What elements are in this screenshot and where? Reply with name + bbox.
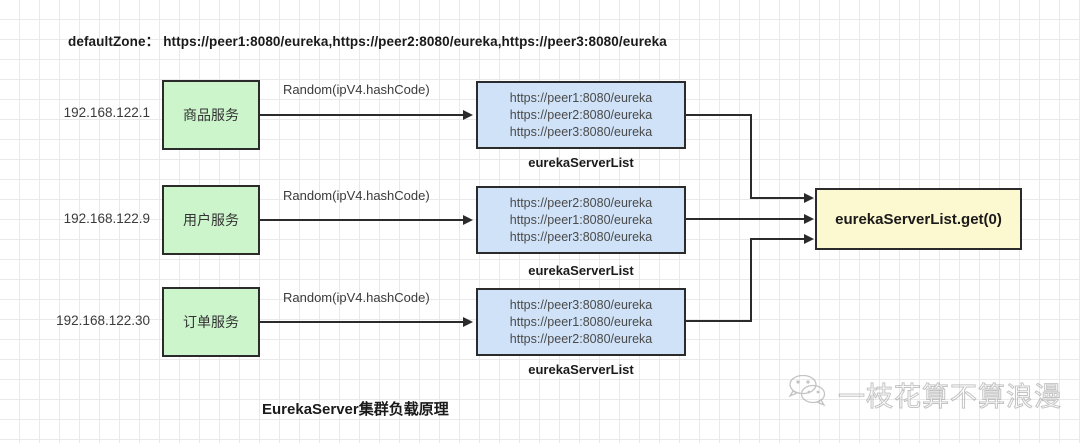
server-list-box-row-2: https://peer2:8080/eureka https://peer1:… (476, 186, 686, 254)
connector-list-to-result-row-1-seg1 (686, 114, 752, 116)
server-entry: https://peer1:8080/eureka (509, 212, 653, 227)
service-label-row-3: 订单服务 (183, 314, 239, 330)
edge-label-row-3: Random(ipV4.hashCode) (283, 290, 430, 305)
connector-list-to-result-row-1-seg2 (750, 114, 752, 199)
connector-service-to-list-row-2 (260, 219, 465, 221)
wechat-icon (786, 374, 832, 414)
edge-label-row-2: Random(ipV4.hashCode) (283, 188, 430, 203)
default-zone-header: defaultZone：https://peer1:8080/eureka,ht… (68, 30, 667, 50)
server-entry: https://peer2:8080/eureka (509, 331, 653, 346)
connector-list-to-result-row-2 (686, 218, 806, 220)
connector-list-to-result-row-3-seg1 (686, 320, 752, 322)
service-box-row-1: 商品服务 (162, 80, 260, 150)
edge-label-row-1: Random(ipV4.hashCode) (283, 82, 430, 97)
ip-label-row-1: 192.168.122.1 (63, 105, 150, 120)
server-list-caption-row-3: eurekaServerList (528, 362, 634, 377)
server-entry: https://peer3:8080/eureka (509, 297, 653, 312)
connector-list-to-result-row-3-seg3 (750, 238, 806, 240)
server-entry: https://peer1:8080/eureka (509, 314, 653, 329)
server-entry: https://peer2:8080/eureka (509, 107, 653, 122)
result-box: eurekaServerList.get(0) (815, 188, 1022, 250)
arrow-head-result-bottom (804, 234, 814, 244)
server-entry: https://peer1:8080/eureka (509, 90, 653, 105)
connector-list-to-result-row-3-seg2 (750, 238, 752, 322)
connector-service-to-list-row-3 (260, 321, 465, 323)
connector-list-to-result-row-1-seg3 (750, 197, 806, 199)
server-entry: https://peer3:8080/eureka (509, 124, 653, 139)
server-list-caption-row-1: eurekaServerList (528, 155, 634, 170)
arrow-head-service-row-3 (463, 317, 473, 327)
server-list-box-row-3: https://peer3:8080/eureka https://peer1:… (476, 288, 686, 356)
result-label: eurekaServerList.get(0) (835, 210, 1002, 228)
server-list-caption-row-2: eurekaServerList (528, 263, 634, 278)
ip-label-row-2: 192.168.122.9 (63, 211, 150, 226)
figure-caption: EurekaServer集群负载原理 (262, 401, 449, 418)
watermark: 一枝花算不算浪漫 (786, 374, 1062, 414)
service-label-row-2: 用户服务 (183, 212, 239, 228)
service-box-row-2: 用户服务 (162, 185, 260, 255)
server-entry: https://peer3:8080/eureka (509, 229, 653, 244)
service-label-row-1: 商品服务 (183, 107, 239, 123)
default-zone-key: defaultZone： (68, 34, 160, 49)
watermark-text: 一枝花算不算浪漫 (838, 382, 1062, 414)
server-entry: https://peer2:8080/eureka (509, 195, 653, 210)
ip-label-row-3: 192.168.122.30 (56, 313, 150, 328)
service-box-row-3: 订单服务 (162, 287, 260, 357)
arrow-head-service-row-2 (463, 215, 473, 225)
arrow-head-result-middle (804, 214, 814, 224)
default-zone-value: https://peer1:8080/eureka,https://peer2:… (163, 34, 667, 49)
server-list-box-row-1: https://peer1:8080/eureka https://peer2:… (476, 81, 686, 149)
arrow-head-result-top (804, 193, 814, 203)
connector-service-to-list-row-1 (260, 114, 465, 116)
arrow-head-service-row-1 (463, 110, 473, 120)
